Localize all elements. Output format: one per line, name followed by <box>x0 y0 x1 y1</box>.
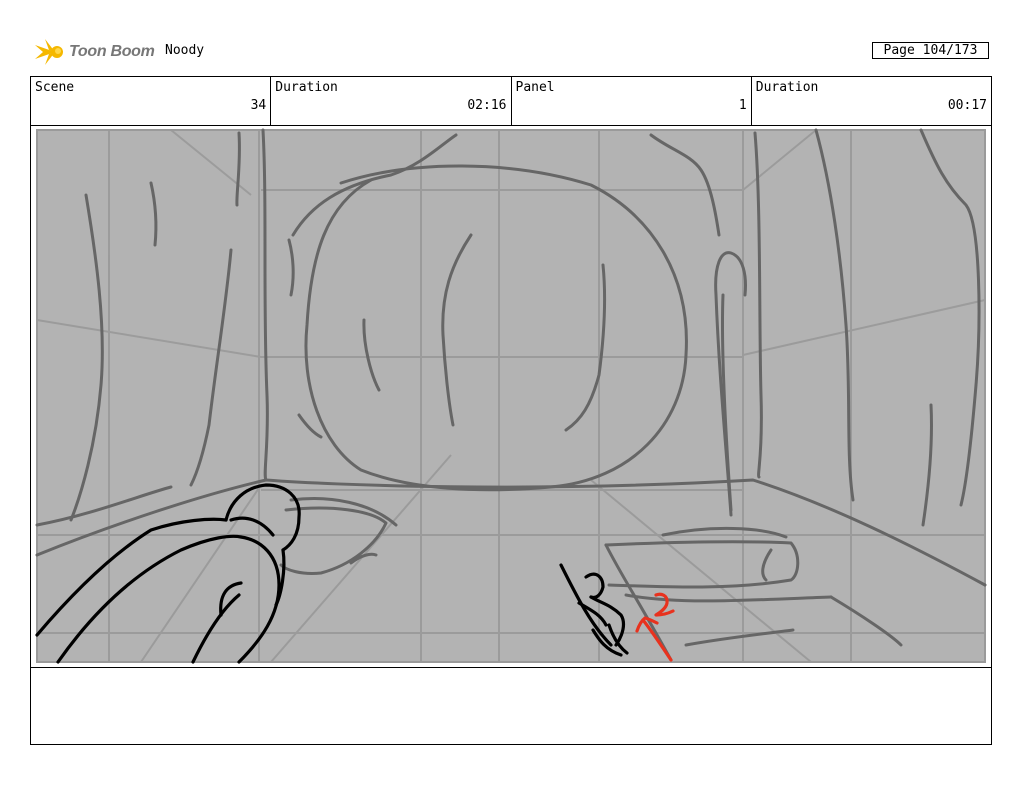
panel-cell: Panel 1 <box>512 77 752 125</box>
logo-text: Toon Boom <box>69 43 155 60</box>
panel-duration-cell: Duration 00:17 <box>752 77 991 125</box>
storyboard-frame: Scene 34 Duration 02:16 Panel 1 Duration… <box>30 76 992 745</box>
scene-value: 34 <box>250 98 267 113</box>
scene-duration-label: Duration <box>275 80 338 95</box>
scene-label: Scene <box>35 80 75 95</box>
page-number: Page 104/173 <box>872 42 989 59</box>
scene-duration-value: 02:16 <box>467 98 507 113</box>
panel-duration-label: Duration <box>755 80 819 95</box>
star-burst-icon <box>35 39 63 65</box>
panel-label: Panel <box>515 80 555 95</box>
project-name: Noody <box>165 43 205 58</box>
panel-duration-value: 00:17 <box>947 98 987 113</box>
storyboard-sketch <box>35 128 987 664</box>
panel-image-area <box>31 125 991 668</box>
toon-boom-logo: Toon Boom <box>33 37 155 67</box>
panel-value: 1 <box>738 98 747 113</box>
panel-info-row: Scene 34 Duration 02:16 Panel 1 Duration… <box>31 77 991 126</box>
scene-duration-cell: Duration 02:16 <box>271 77 512 125</box>
panel-notes-area <box>31 668 991 744</box>
scene-cell: Scene 34 <box>31 77 272 125</box>
